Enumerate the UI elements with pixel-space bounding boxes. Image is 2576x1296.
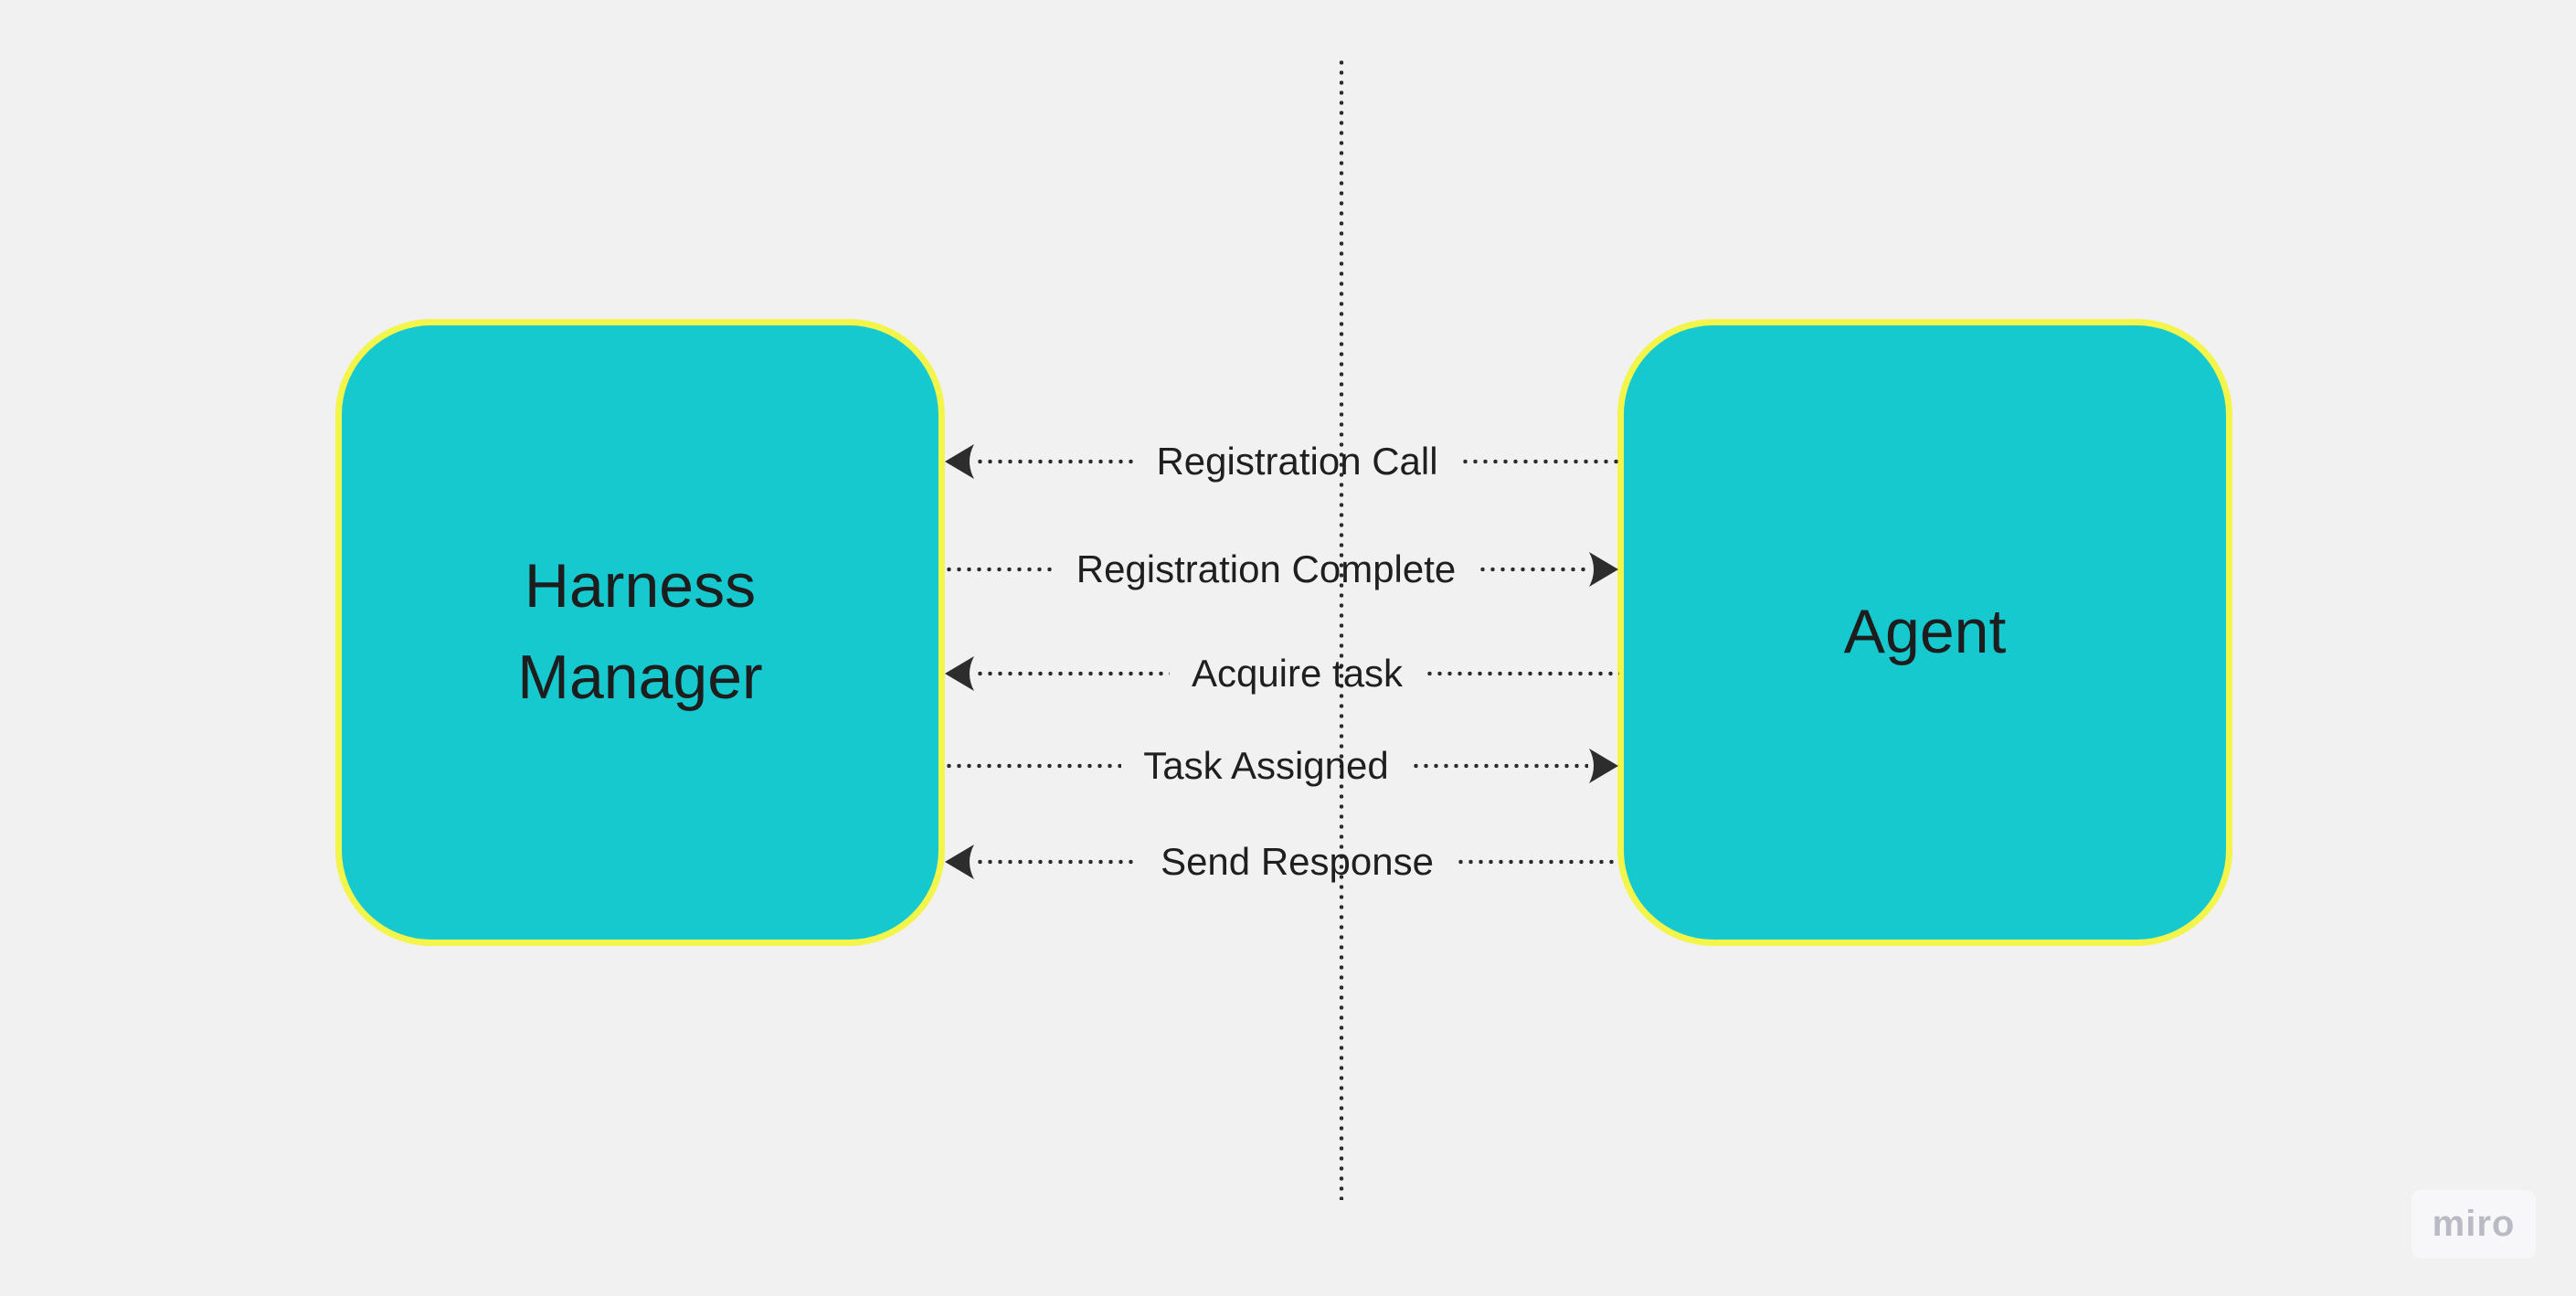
arrowhead-left-icon: [944, 655, 975, 692]
actor-label-agent: Agent: [1843, 597, 2007, 667]
dotted-line-segment: [944, 567, 1055, 572]
dotted-line-segment: [1410, 763, 1588, 769]
connector-task-assigned[interactable]: Task Assigned: [944, 740, 1619, 791]
message-label: Registration Complete: [1076, 547, 1457, 590]
connector-acquire-task[interactable]: Acquire task: [944, 648, 1620, 699]
miro-logo: miro: [2432, 1204, 2516, 1244]
connector-registration-complete[interactable]: Registration Complete: [944, 544, 1619, 595]
arrowhead-left-icon: [944, 844, 975, 880]
dotted-line-segment: [975, 671, 1170, 676]
arrowhead-left-icon: [944, 443, 975, 480]
actor-box-harness-manager[interactable]: Harness Manager: [335, 319, 945, 946]
dotted-line-segment: [1459, 459, 1620, 464]
actor-label-harness-manager: Harness Manager: [517, 551, 763, 712]
dotted-line-segment: [975, 859, 1140, 865]
connector-send-response[interactable]: Send Response: [944, 836, 1620, 887]
lifeline-divider[interactable]: [1339, 58, 1344, 1200]
message-label: Registration Call: [1156, 440, 1438, 483]
dotted-line-segment: [1425, 671, 1620, 676]
arrowhead-right-icon: [1588, 748, 1619, 784]
dotted-line-segment: [975, 459, 1135, 464]
message-label: Task Assigned: [1143, 744, 1389, 787]
dotted-line-segment: [1478, 567, 1588, 572]
dotted-line-segment: [944, 763, 1122, 769]
connector-registration-call[interactable]: Registration Call: [944, 436, 1620, 487]
dotted-line-segment: [1455, 859, 1620, 865]
miro-watermark-badge: miro: [2412, 1190, 2536, 1259]
arrowhead-right-icon: [1588, 551, 1619, 588]
message-label: Send Response: [1161, 840, 1434, 883]
actor-box-agent[interactable]: Agent: [1617, 319, 2232, 946]
message-label: Acquire task: [1191, 652, 1404, 695]
